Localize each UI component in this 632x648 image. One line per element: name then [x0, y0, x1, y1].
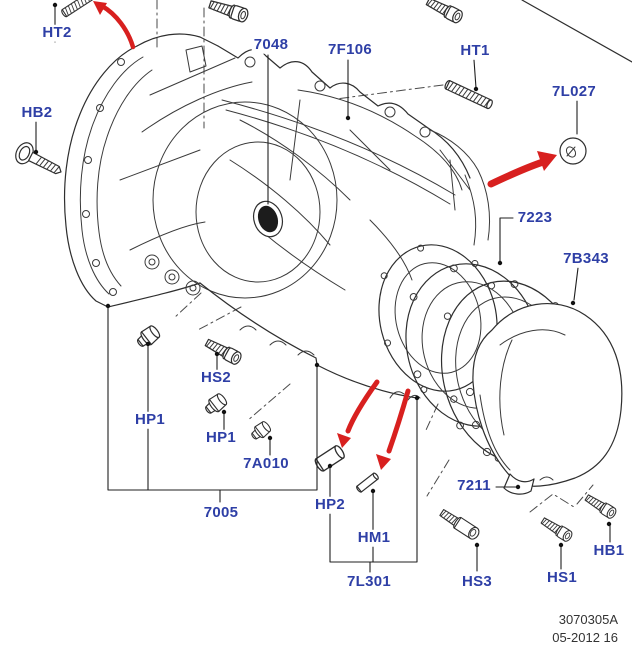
part-label-ht1: HT1	[458, 41, 492, 60]
part-label-7005: 7005	[201, 503, 241, 522]
part-label-7f106: 7F106	[325, 40, 375, 59]
part-label-7a010: 7A010	[241, 454, 291, 473]
end-cover	[465, 303, 623, 495]
part-label-hs3: HS3	[459, 572, 495, 591]
bolt-top-right-icon	[424, 0, 465, 25]
part-label-7223: 7223	[515, 208, 555, 227]
bolt-hb1-icon	[583, 492, 619, 521]
pin-hm1-icon	[355, 471, 380, 494]
red-arrow-top-left	[93, 1, 107, 15]
part-label-hs1: HS1	[544, 568, 580, 587]
frame-corner-line	[521, 0, 632, 63]
bolt-hs1-icon	[539, 515, 575, 544]
transaxle-case	[199, 45, 491, 401]
part-label-hp1-b: HP1	[203, 428, 239, 447]
part-label-hs2: HS2	[198, 368, 234, 387]
part-label-7b343: 7B343	[561, 249, 611, 268]
drawing-revision: 05-2012 16	[552, 630, 618, 645]
part-label-hp2: HP2	[312, 495, 348, 514]
bolt-hb2-icon	[15, 142, 62, 175]
part-label-7211: 7211	[455, 476, 493, 495]
red-arrow-to-hm1	[376, 454, 391, 470]
bolt-hs2-icon	[203, 336, 244, 367]
clutch-housing	[63, 33, 338, 308]
part-label-7l301: 7L301	[344, 572, 394, 591]
part-label-ht2: HT2	[40, 23, 74, 42]
bracket-7005	[107, 306, 318, 491]
part-label-hm1: HM1	[355, 528, 393, 547]
bolt-hs3-icon	[437, 506, 482, 542]
part-label-hb1: HB1	[591, 541, 627, 560]
part-label-hp1-a: HP1	[132, 410, 168, 429]
drawing-number: 3070305A	[558, 612, 618, 627]
stud-ht1-icon	[443, 79, 495, 110]
part-label-7048: 7048	[251, 35, 291, 54]
red-arrow-to-hp2	[337, 433, 351, 448]
input-shaft-seal	[252, 200, 284, 238]
drawing-footer: 3070305A 05-2012 16	[552, 611, 618, 647]
washer-7l027-icon	[559, 137, 587, 165]
part-label-7l027: 7L027	[549, 82, 599, 101]
red-arrows	[93, 1, 557, 470]
red-arrow-to-7l027	[537, 151, 557, 171]
part-label-hb2: HB2	[19, 103, 55, 122]
centerlines	[156, 0, 594, 513]
leader-lines	[33, 2, 612, 573]
bolt-top-center-icon	[207, 0, 251, 24]
